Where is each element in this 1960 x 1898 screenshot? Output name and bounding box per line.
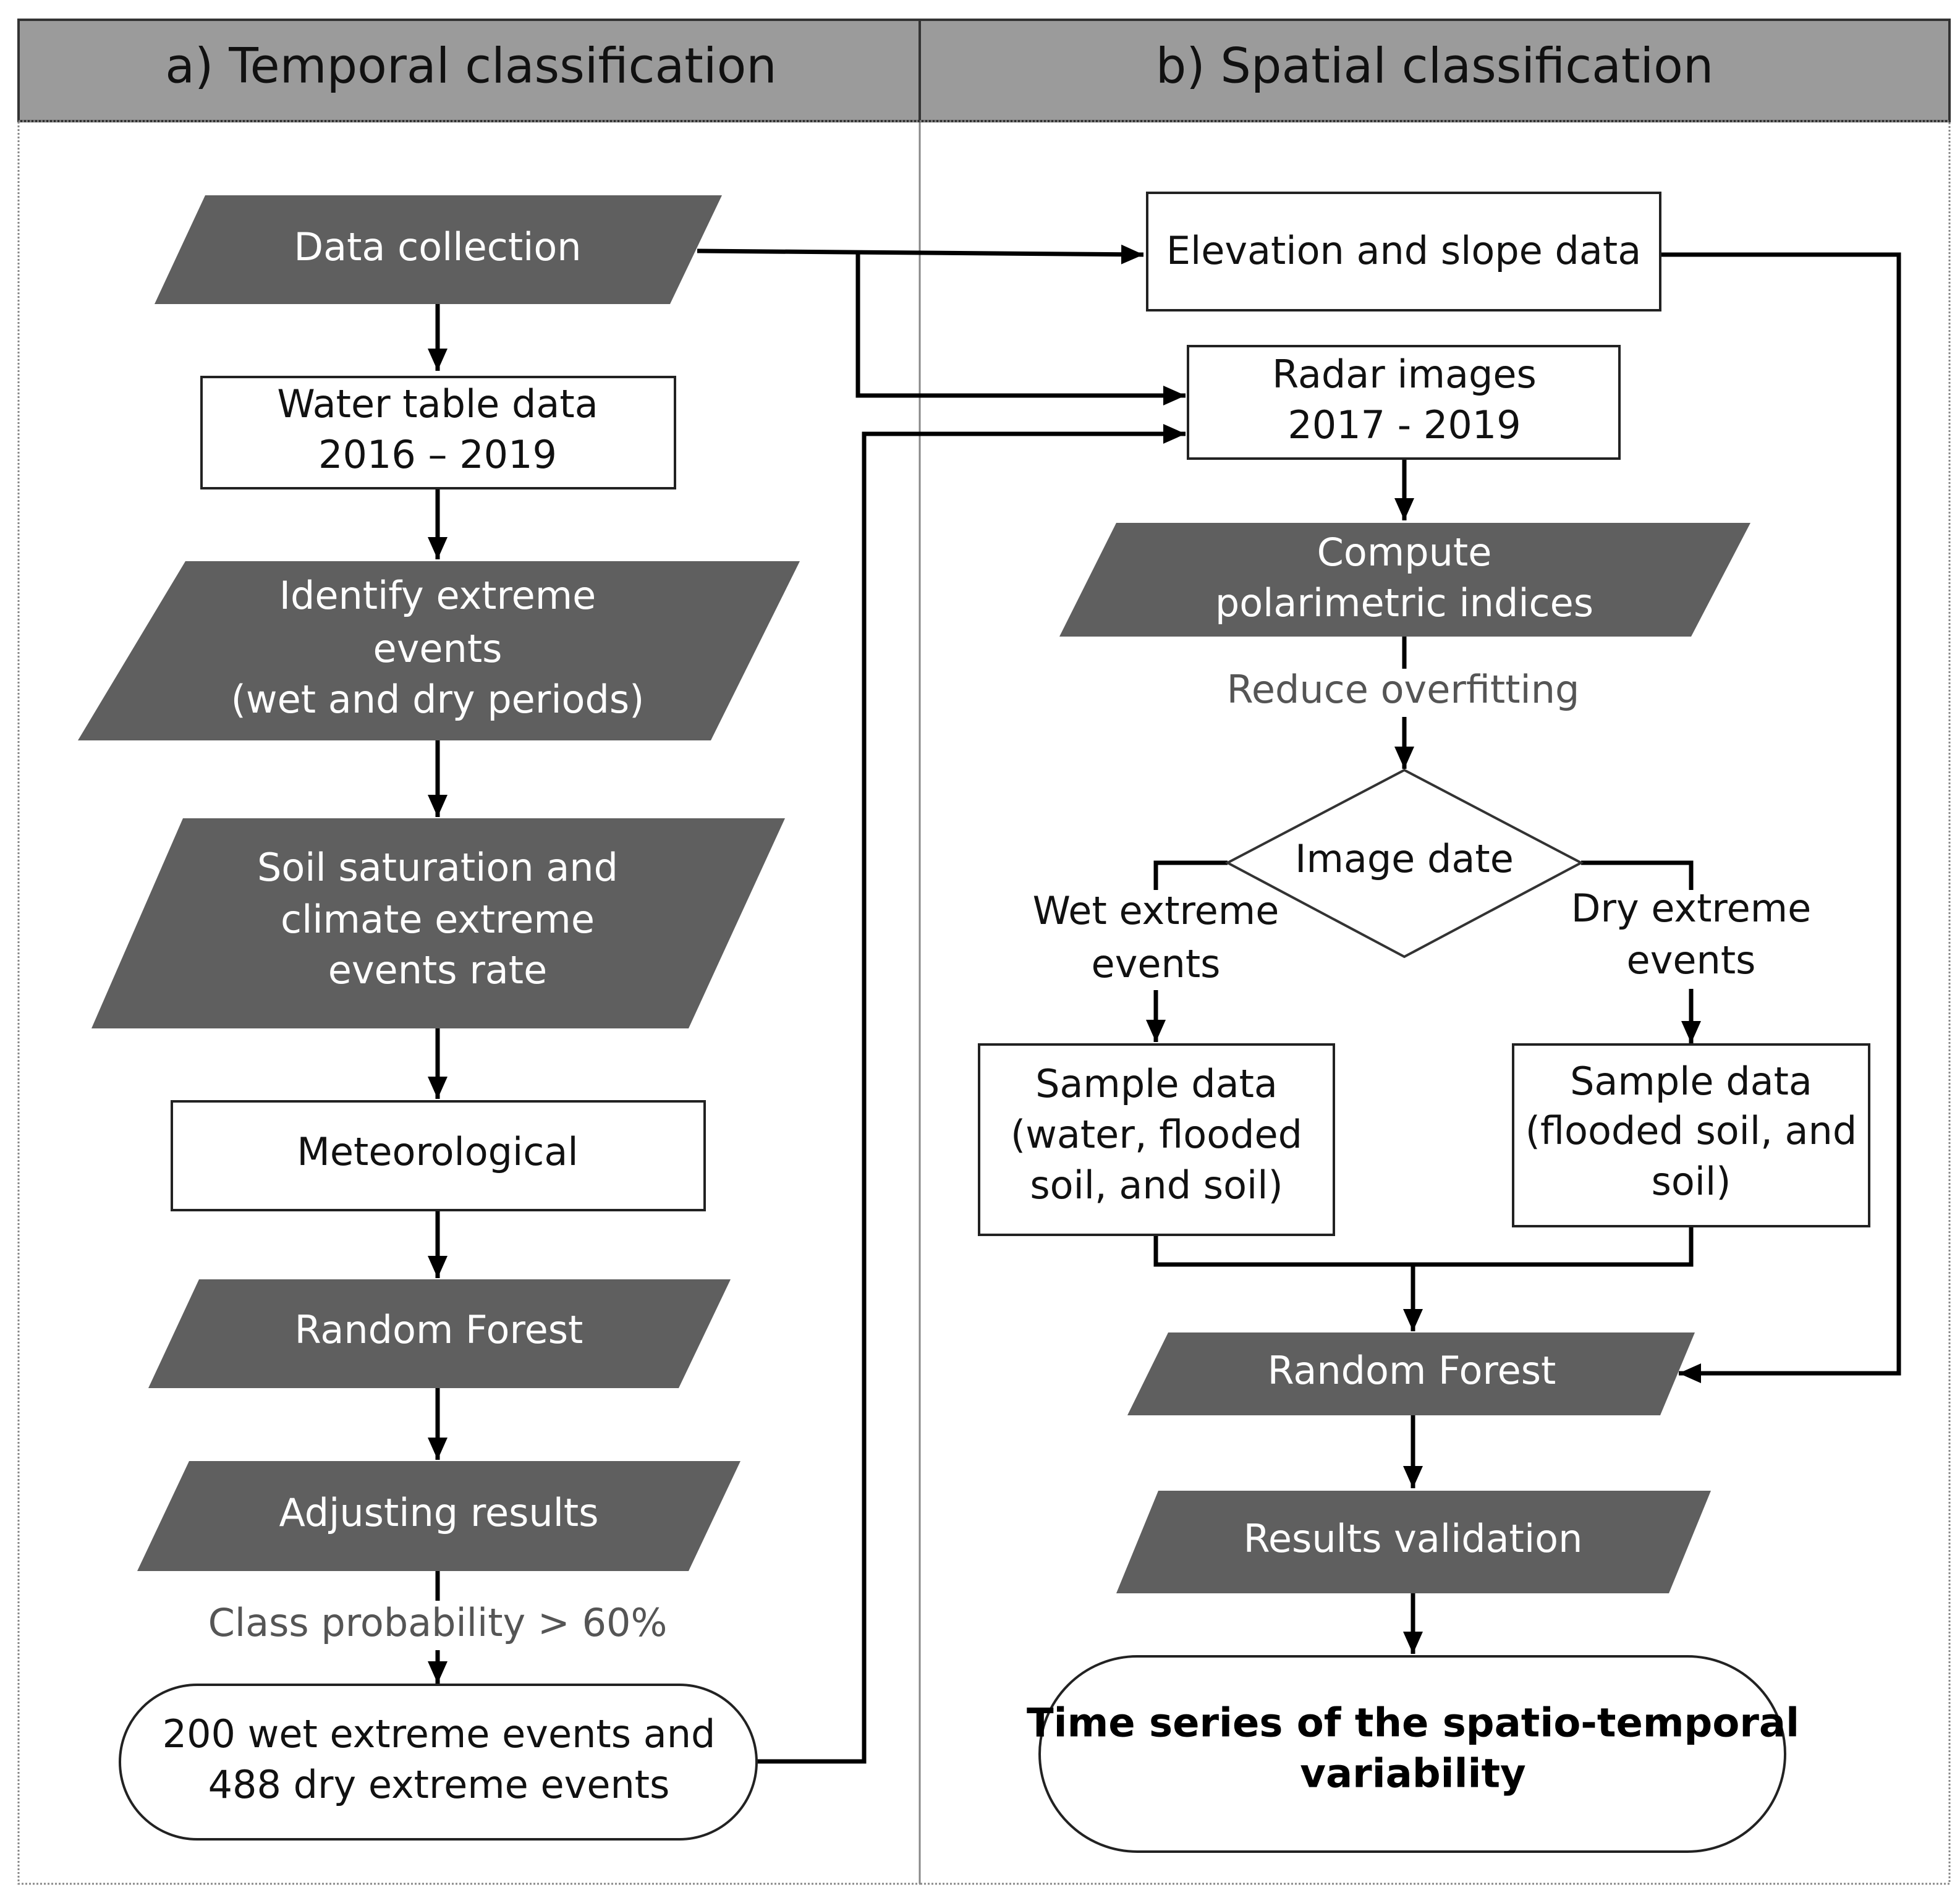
node-adjusting-results: Adjusting results	[137, 1461, 740, 1571]
node-events-result-line1: 200 wet extreme events and	[163, 1711, 716, 1756]
node-image-date-label: Image date	[1295, 836, 1514, 881]
edge-image-date-dry	[1581, 860, 1694, 890]
node-identify-extreme-line2: events	[373, 626, 503, 671]
panel-temporal: a) Temporal classification	[17, 19, 921, 1885]
node-events-result-line2: 488 dry extreme events	[208, 1762, 670, 1807]
class-probability-label: Class probability > 60%	[208, 1600, 668, 1645]
edge-elevation-to-random-forest	[1660, 252, 1901, 1383]
node-time-series: Time series of the spatio-temporal varia…	[1027, 1655, 1799, 1853]
node-identify-extreme-line3: (wet and dry periods)	[231, 677, 645, 722]
panel-spatial-header	[918, 19, 1951, 122]
node-water-table: Water table data 2016 – 2019	[200, 376, 676, 489]
node-sample-dry-line3: soil)	[1652, 1159, 1731, 1204]
edge-data-collection-to-elevation	[697, 244, 1144, 265]
node-sample-dry: Sample data (flooded soil, and soil)	[1512, 1043, 1870, 1227]
node-random-forest-spatial: Random Forest	[1127, 1332, 1695, 1415]
reduce-overfitting-label: Reduce overfitting	[1227, 667, 1580, 712]
panel-temporal-title: a) Temporal classification	[165, 38, 776, 94]
node-radar-images-line2: 2017 - 2019	[1288, 402, 1521, 447]
node-results-validation-label: Results validation	[1244, 1516, 1583, 1561]
node-image-date: Image date	[1224, 768, 1584, 959]
node-time-series-line1: Time series of the spatio-temporal	[1027, 1701, 1799, 1747]
node-compute-indices-line2: polarimetric indices	[1215, 580, 1593, 625]
node-sample-dry-line1: Sample data	[1570, 1059, 1812, 1104]
node-meteorological: Meteorological	[171, 1100, 706, 1211]
node-meteorological-label: Meteorological	[297, 1129, 578, 1174]
node-identify-extreme-line1: Identify extreme	[279, 573, 596, 618]
node-elevation-slope: Elevation and slope data	[1146, 192, 1661, 311]
node-adjusting-results-label: Adjusting results	[279, 1490, 598, 1535]
panel-spatial-frame	[918, 120, 1951, 1885]
node-soil-saturation-line2: climate extreme	[281, 897, 595, 942]
panel-temporal-header	[17, 19, 921, 122]
panel-spatial-title: b) Spatial classification	[1156, 38, 1714, 94]
edge-image-date-wet	[1153, 860, 1228, 890]
node-random-forest-temporal-label: Random Forest	[295, 1307, 583, 1352]
node-sample-dry-line2: (flooded soil, and	[1525, 1108, 1857, 1153]
node-compute-indices-line1: Compute	[1317, 530, 1492, 575]
panel-spatial: b) Spatial classification	[918, 19, 1951, 1885]
node-compute-indices: Compute polarimetric indices	[1059, 523, 1750, 637]
node-sample-wet-line2: (water, flooded	[1011, 1112, 1302, 1157]
node-time-series-line2: variability	[1300, 1752, 1526, 1797]
node-soil-saturation-line3: events rate	[328, 947, 548, 993]
edge-samples-merge	[1153, 1226, 1694, 1267]
node-sample-wet-line3: soil, and soil)	[1030, 1163, 1283, 1208]
node-elevation-slope-label: Elevation and slope data	[1166, 228, 1641, 273]
node-radar-images: Radar images 2017 - 2019	[1187, 345, 1621, 460]
node-soil-saturation: Soil saturation and climate extreme even…	[91, 818, 785, 1028]
node-sample-wet: Sample data (water, flooded soil, and so…	[978, 1043, 1335, 1236]
edge-data-collection-to-radar	[855, 251, 1186, 405]
node-data-collection-label: Data collection	[294, 224, 581, 269]
dry-branch-label-line2: events	[1627, 938, 1756, 983]
node-radar-images-line1: Radar images	[1272, 352, 1537, 397]
node-water-table-line1: Water table data	[277, 381, 598, 426]
node-sample-wet-line1: Sample data	[1035, 1061, 1278, 1106]
node-soil-saturation-line1: Soil saturation and	[257, 845, 618, 890]
dry-branch-label-line1: Dry extreme	[1571, 886, 1812, 931]
connectors	[428, 244, 1901, 1764]
node-water-table-line2: 2016 – 2019	[318, 432, 557, 477]
node-random-forest-spatial-label: Random Forest	[1268, 1348, 1556, 1393]
wet-branch-label-line1: Wet extreme	[1033, 888, 1279, 933]
edge-events-to-radar	[757, 424, 1186, 1764]
node-data-collection: Data collection	[155, 195, 722, 304]
node-identify-extreme: Identify extreme events (wet and dry per…	[78, 561, 800, 740]
node-random-forest-temporal: Random Forest	[148, 1279, 731, 1388]
panel-temporal-frame	[17, 120, 921, 1885]
node-results-validation: Results validation	[1116, 1491, 1711, 1593]
wet-branch-label-line2: events	[1092, 941, 1221, 986]
node-events-result: 200 wet extreme events and 488 dry extre…	[119, 1684, 758, 1841]
